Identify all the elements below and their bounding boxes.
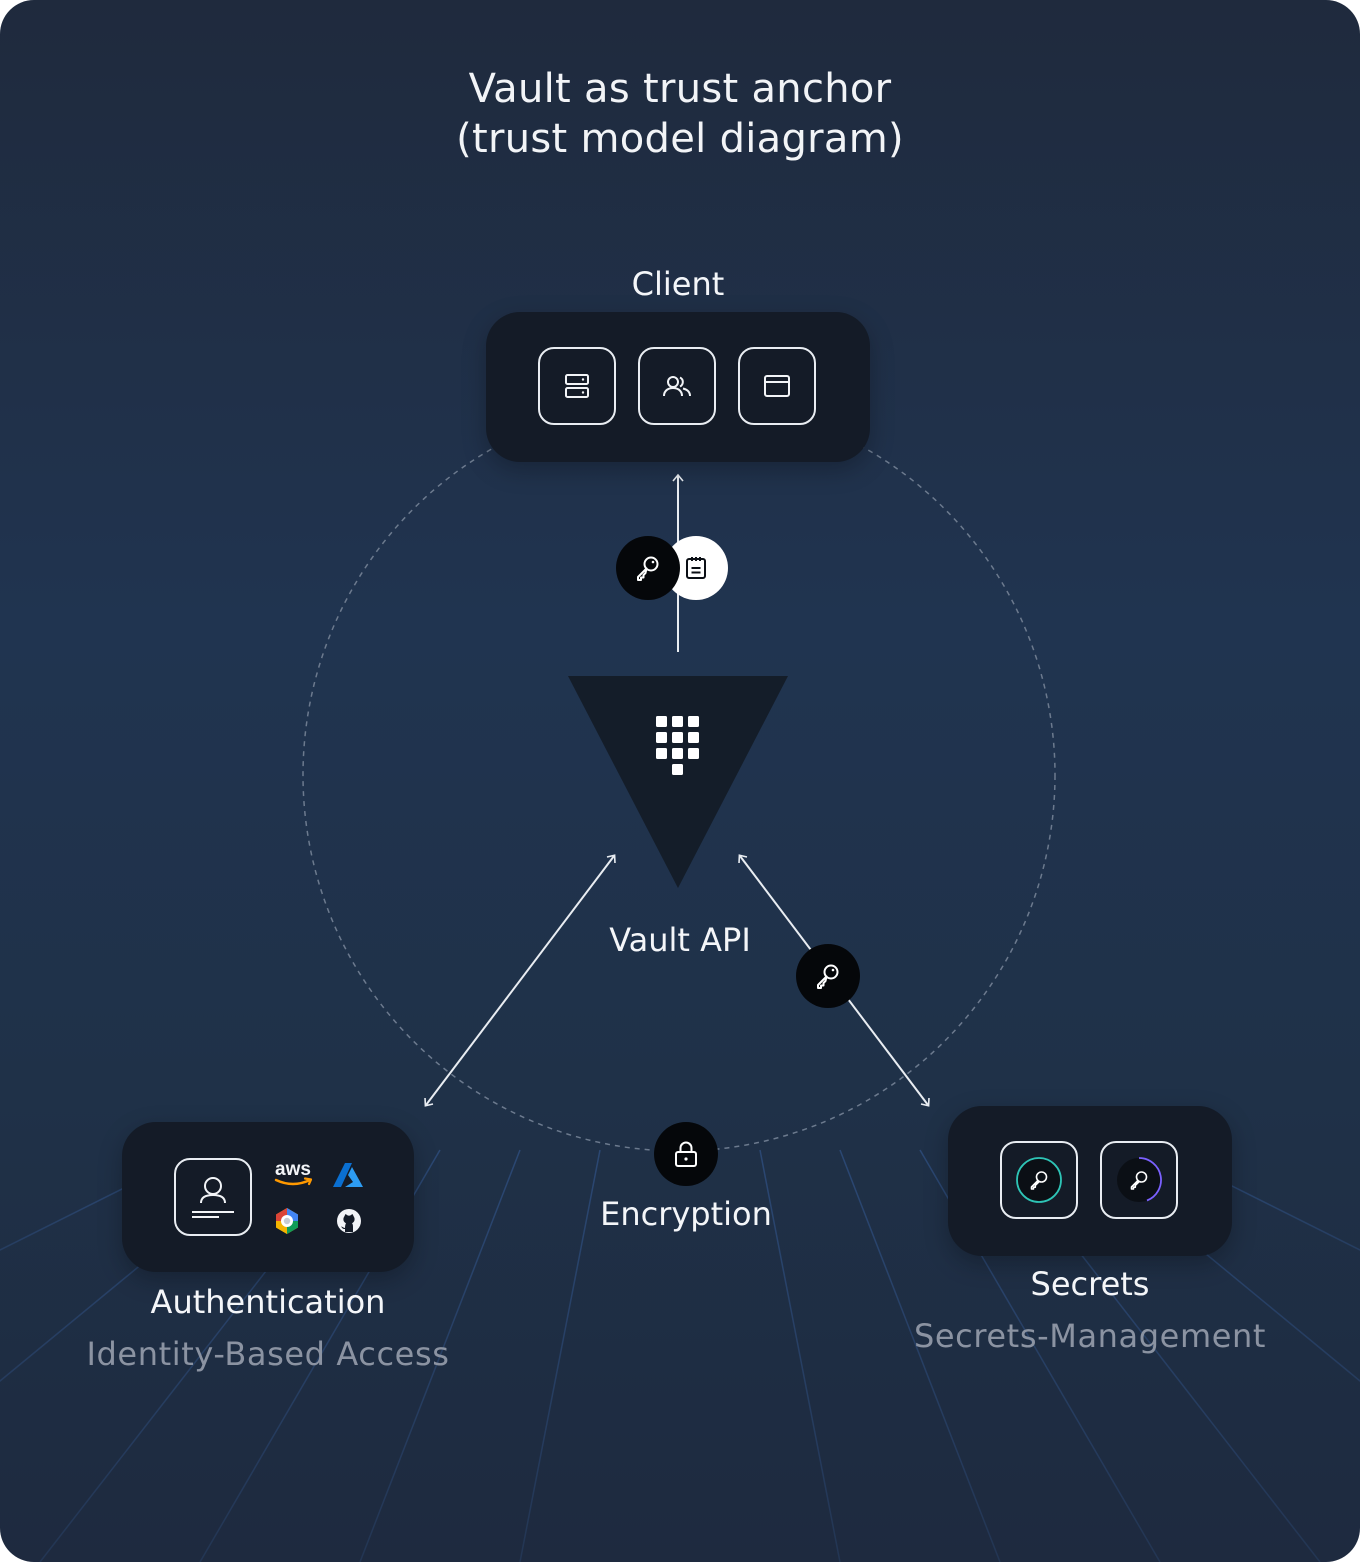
users-icon: [663, 376, 691, 397]
secrets-sublabel: Secrets-Management: [913, 1317, 1267, 1355]
server-icon: [565, 374, 589, 398]
aws-logo: aws: [270, 1158, 316, 1190]
gcp-logo: [270, 1204, 304, 1238]
diagram-title: Vault as trust anchor (trust model diagr…: [380, 64, 980, 164]
arrow-vault-authentication: [424, 854, 616, 1107]
secrets-tile-teal[interactable]: [1000, 1141, 1078, 1219]
vault-logo: [656, 716, 699, 775]
encryption-label: Encryption: [600, 1195, 772, 1233]
key-icon: [637, 556, 659, 581]
key-rotating-icon-purple: [1117, 1157, 1162, 1202]
aws-logo-text: aws: [275, 1159, 311, 1180]
user-id-card-icon: [192, 1177, 234, 1218]
client-users-tile[interactable]: [638, 347, 716, 425]
client-key-badge: [616, 536, 680, 600]
secrets-panel: [948, 1106, 1232, 1256]
secrets-key-badge: [796, 944, 860, 1008]
floor-grid: [0, 1149, 1360, 1562]
client-panel: [486, 312, 870, 462]
client-server-tile[interactable]: [538, 347, 616, 425]
client-browser-tile[interactable]: [738, 347, 816, 425]
encryption-badge: [654, 1122, 718, 1186]
secrets-label: Secrets: [1030, 1265, 1150, 1303]
notepad-icon: [686, 557, 706, 579]
key-rotating-icon-teal: [1016, 1157, 1062, 1203]
github-logo: [332, 1204, 366, 1238]
title-line-1: Vault as trust anchor: [468, 66, 892, 112]
vault-api-label: Vault API: [609, 921, 751, 959]
client-label: Client: [631, 265, 725, 303]
authentication-label: Authentication: [150, 1283, 386, 1321]
vault-triangle: [568, 676, 788, 888]
authentication-sublabel: Identity-Based Access: [86, 1335, 450, 1373]
key-icon: [817, 964, 839, 989]
azure-logo: [330, 1160, 366, 1190]
browser-window-icon: [764, 375, 790, 397]
authentication-panel: aws: [122, 1122, 414, 1272]
auth-identity-tile[interactable]: [174, 1158, 252, 1236]
lock-icon: [675, 1141, 697, 1167]
secrets-tile-purple[interactable]: [1100, 1141, 1178, 1219]
title-line-2: (trust model diagram): [456, 116, 904, 162]
